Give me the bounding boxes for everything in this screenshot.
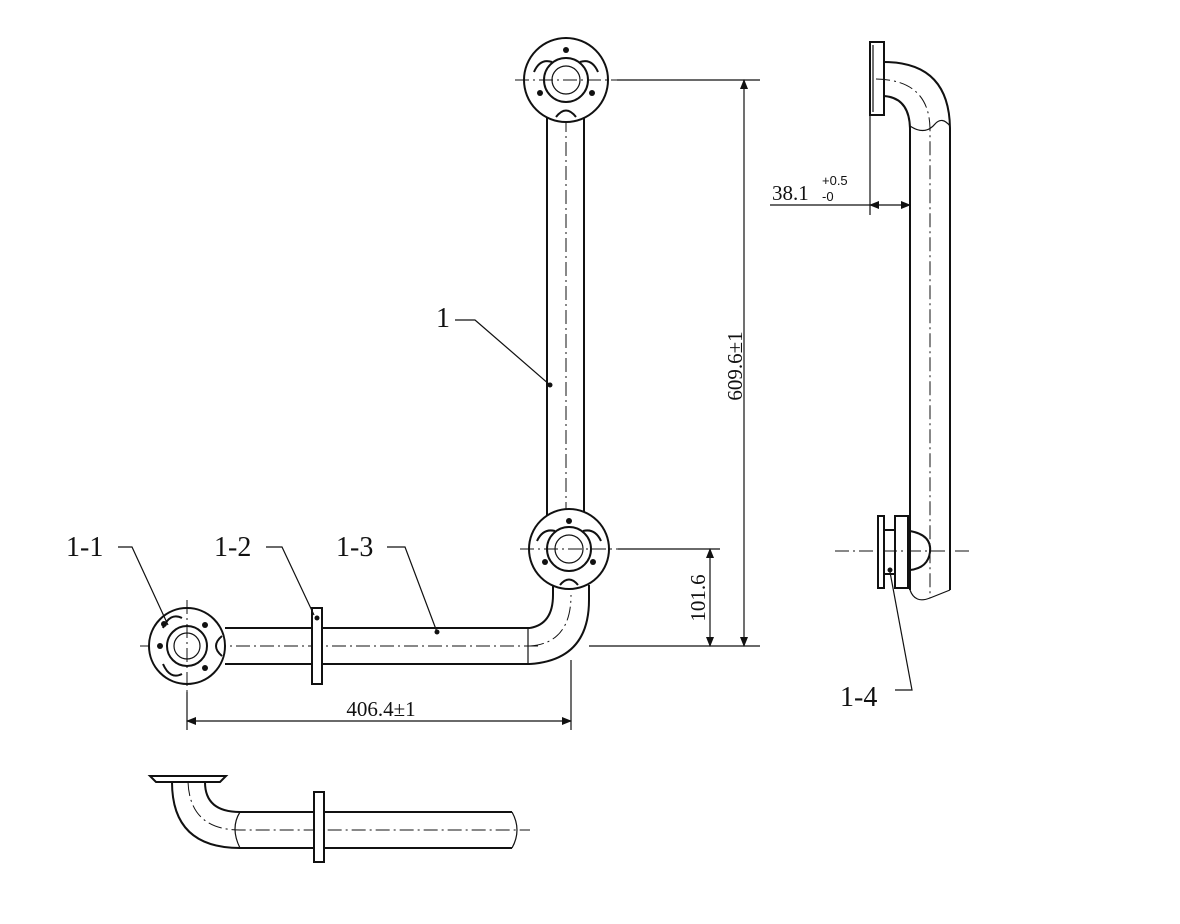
depth-tolerance-lower: -0 bbox=[822, 189, 834, 204]
front-view: 609.6±1 101.6 406.4±1 1 1-1 1-2 1-3 bbox=[66, 37, 760, 730]
middle-flange bbox=[520, 508, 618, 590]
label-part-1-1: 1-1 bbox=[66, 532, 103, 563]
side-view: 38.1 +0.5 -0 1-4 bbox=[770, 41, 970, 713]
label-part-1: 1 bbox=[436, 303, 450, 334]
label-part-1-4: 1-4 bbox=[840, 682, 877, 713]
height-dimension: 609.6±1 bbox=[723, 331, 747, 400]
width-dimension: 406.4±1 bbox=[346, 697, 415, 721]
bottom-view bbox=[147, 775, 530, 863]
depth-tolerance-upper: +0.5 bbox=[822, 173, 848, 188]
label-part-1-2: 1-2 bbox=[214, 532, 251, 563]
label-part-1-3: 1-3 bbox=[336, 532, 373, 563]
left-flange bbox=[148, 600, 226, 692]
flange-offset-dimension: 101.6 bbox=[686, 574, 710, 621]
depth-dimension: 38.1 bbox=[772, 181, 809, 205]
top-flange bbox=[515, 37, 617, 123]
collar-ring bbox=[311, 607, 323, 685]
